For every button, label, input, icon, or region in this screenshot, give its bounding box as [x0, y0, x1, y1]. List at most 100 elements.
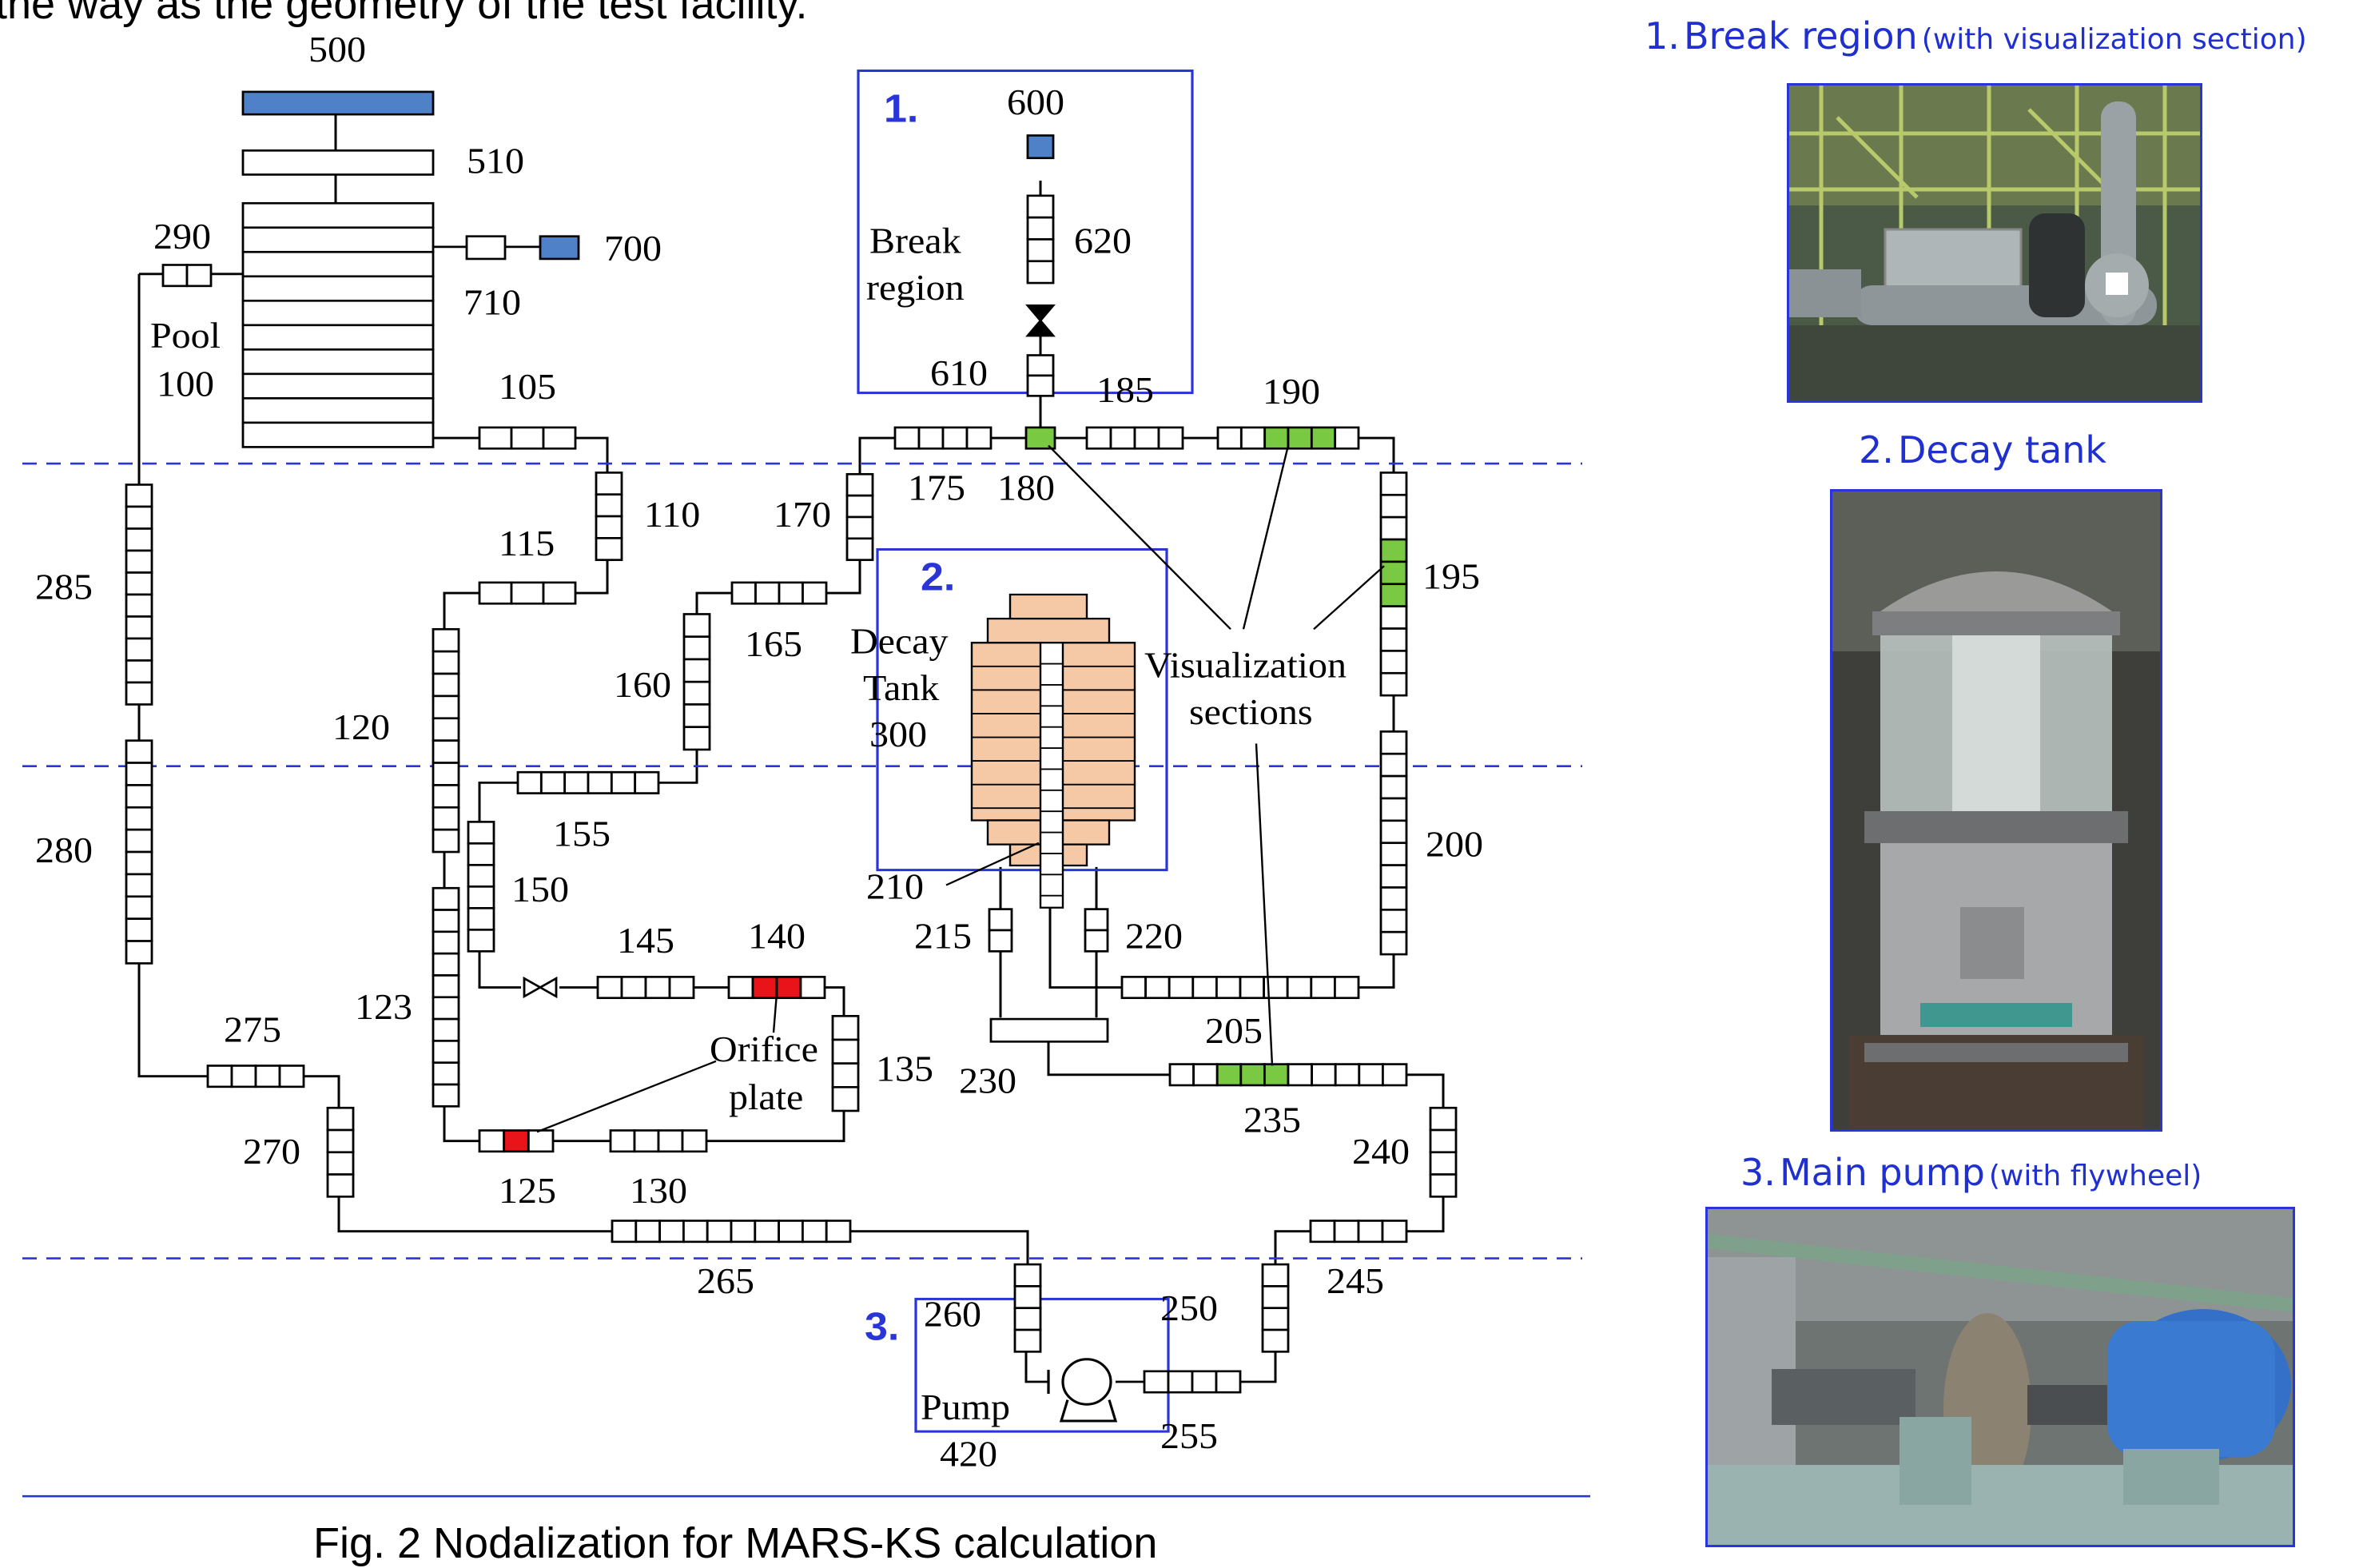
cell-285-node — [126, 551, 152, 572]
label-135: 135 — [876, 1049, 933, 1089]
cell-250-node — [1263, 1308, 1288, 1330]
label-215: 215 — [914, 917, 972, 957]
cell-123 — [433, 888, 459, 1106]
cell-120-node — [433, 763, 459, 786]
cell-125-node — [528, 1130, 553, 1151]
cell-110-node — [596, 538, 622, 559]
cell-260 — [1015, 1264, 1040, 1351]
cell-220-node — [1085, 930, 1108, 951]
cell-275-node — [208, 1065, 232, 1086]
cell-235-node — [1288, 1065, 1312, 1085]
cell-260-node — [1015, 1330, 1040, 1351]
cell-205-node — [1335, 977, 1359, 997]
cell-105-node — [479, 428, 511, 448]
cell-170 — [847, 474, 873, 559]
cell-200-node — [1381, 843, 1406, 866]
cell-275-node — [232, 1065, 256, 1086]
cell-190 — [1218, 428, 1359, 448]
cell-255-node — [1144, 1371, 1168, 1392]
cell-235-node — [1264, 1065, 1288, 1085]
cell-285-node — [126, 528, 152, 550]
label-130: 130 — [630, 1171, 687, 1211]
label-290: 290 — [153, 217, 211, 257]
cell-195-node — [1381, 607, 1406, 629]
cell-205-node — [1122, 977, 1146, 997]
cell-160-node — [684, 682, 710, 704]
cell-235-node — [1170, 1065, 1194, 1085]
cell-200-node — [1381, 798, 1406, 821]
main-pump-photo — [1705, 1207, 2295, 1547]
cell-240 — [1430, 1108, 1456, 1196]
label-255: 255 — [1160, 1416, 1218, 1456]
cell-240-node — [1430, 1152, 1456, 1175]
label-240: 240 — [1352, 1132, 1410, 1172]
cell-245-node — [1382, 1220, 1406, 1241]
cell-110-node — [596, 472, 622, 494]
cell-285-node — [126, 683, 152, 704]
cell-pool-100-node — [243, 277, 433, 301]
photo-title-main-pump: 3. Main pump (with flywheel) — [1740, 1151, 2202, 1194]
cell-265-node — [612, 1220, 636, 1241]
label-600: 600 — [1007, 82, 1064, 122]
cell-220-node — [1085, 909, 1108, 930]
cell-120-node — [433, 629, 459, 651]
cell-240-node — [1430, 1108, 1456, 1130]
label-210: 210 — [866, 867, 924, 907]
cell-215 — [989, 909, 1012, 952]
cell-150-node — [468, 886, 494, 908]
cell-145-node — [622, 977, 646, 997]
cell-155-node — [635, 772, 658, 793]
cell-155 — [518, 772, 658, 793]
cell-105-node — [543, 428, 575, 448]
cell-275-node — [256, 1065, 280, 1086]
cell-150-node — [468, 929, 494, 951]
cell-190-node — [1265, 428, 1288, 448]
cell-135-node — [833, 1087, 858, 1111]
label-610: 610 — [930, 353, 988, 393]
cell-pool-100-node — [243, 398, 433, 423]
cell-160-node — [684, 727, 710, 750]
cell-245 — [1311, 1220, 1406, 1241]
cell-165-node — [756, 583, 780, 603]
cell-190-node — [1241, 428, 1264, 448]
cell-260-node — [1015, 1308, 1040, 1330]
cell-205-node — [1169, 977, 1193, 997]
label-230: 230 — [959, 1061, 1016, 1101]
cell-710-node — [467, 237, 505, 259]
cell-195-node — [1381, 584, 1406, 607]
cell-140-node — [801, 977, 825, 997]
cell-270-node — [328, 1130, 353, 1152]
cell-pool-100-node — [243, 252, 433, 277]
label-220: 220 — [1125, 917, 1183, 957]
cell-235-node — [1194, 1065, 1218, 1085]
cell-620-node — [1028, 239, 1053, 261]
label-260: 260 — [924, 1295, 981, 1335]
cell-180 — [1026, 428, 1055, 448]
label-280: 280 — [35, 830, 93, 870]
label-100: 100 — [157, 364, 214, 404]
cell-700-node — [540, 237, 579, 259]
cell-155-node — [588, 772, 611, 793]
cell-pool-100-node — [243, 423, 433, 448]
label-710: 710 — [463, 283, 521, 323]
cell-235-node — [1217, 1065, 1241, 1085]
cell-285-node — [126, 616, 152, 638]
cell-115-node — [543, 583, 575, 603]
cell-265-node — [660, 1220, 684, 1241]
cell-160 — [684, 614, 710, 750]
valve-icon — [524, 978, 556, 997]
cell-130 — [611, 1130, 706, 1151]
decay-tank-photo — [1830, 489, 2162, 1132]
cell-120-node — [433, 651, 459, 674]
label-275: 275 — [224, 1010, 281, 1050]
cell-280-node — [126, 897, 152, 919]
label-visualization: Visualization — [1144, 646, 1347, 686]
cell-pool-100-node — [243, 325, 433, 350]
cell-120-node — [433, 718, 459, 741]
label-105: 105 — [499, 367, 556, 407]
cell-205-node — [1311, 977, 1335, 997]
cell-160-node — [684, 659, 710, 682]
cell-280-node — [126, 807, 152, 830]
cell-200-node — [1381, 909, 1406, 932]
cell-120-node — [433, 785, 459, 807]
